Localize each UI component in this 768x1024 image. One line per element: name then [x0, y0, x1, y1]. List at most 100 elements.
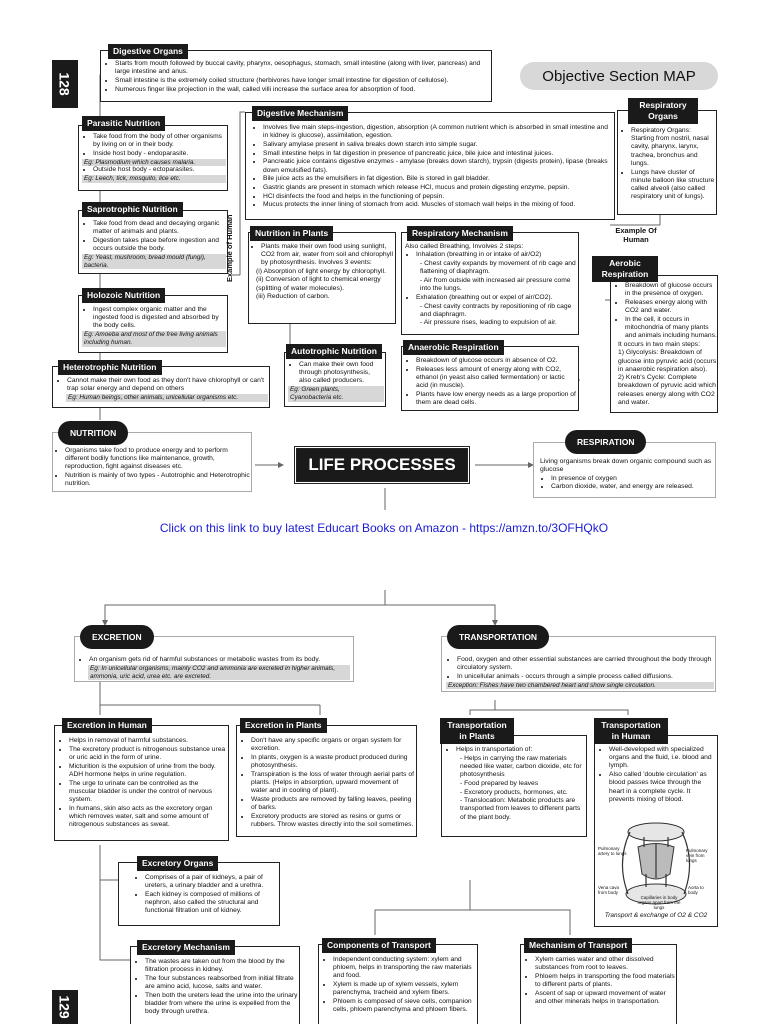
list-item: Plants make their own food using sunligh… — [261, 243, 394, 268]
transport-human-list: Well-developed with specialized organs a… — [598, 746, 716, 804]
list-item: Helps in removal of harmful substances. — [69, 737, 226, 745]
components-transport-title: Components of Transport — [322, 938, 436, 953]
digestive-organs-list: Starts from mouth followed by buccal cav… — [104, 60, 488, 94]
excretion-human-box — [54, 725, 229, 841]
list-item: Breakdown of glucose occurs in the prese… — [625, 282, 717, 298]
page-number-bottom: 129 — [52, 990, 78, 1024]
list-item: Numerous finger like projection in the w… — [115, 86, 488, 94]
heart-label: Vena cava from body — [598, 885, 620, 895]
transport-plants-box — [441, 735, 587, 837]
list-item: - Excretory products, hormones, etc. — [460, 788, 568, 796]
transport-plants-title: Transportation in Plants — [440, 718, 514, 744]
heart-caption: Transport & exchange of O2 & CO2 — [604, 912, 708, 919]
list-item: In the cell, it occurs in mitochondria o… — [625, 316, 717, 341]
excretory-organs-box — [118, 862, 280, 926]
saprotrophic-nutrition-title: Saprotrophic Nutrition — [82, 202, 183, 217]
excretion-plants-list: Don't have any specific organs or organ … — [240, 737, 415, 830]
nutrition-title: NUTRITION — [58, 421, 129, 445]
list-item: Then both the ureters lead the urine int… — [145, 992, 298, 1017]
list-item: In presence of oxygen — [551, 475, 715, 483]
parasitic-nutrition-list: Take food from the body of other organis… — [82, 133, 226, 183]
list-item: Bile juice acts as the emulsifiers in fa… — [263, 175, 612, 183]
aerobic-respiration-box — [610, 275, 718, 413]
list-item: The excretory product is nitrogenous sub… — [69, 746, 226, 762]
holozoic-nutrition-title: Holozoic Nutrition — [82, 288, 166, 303]
example-note: Eg: Human beings, other animals, unicell… — [66, 393, 268, 402]
list-item: Helps in transportation of: — [456, 746, 585, 754]
respiratory-mechanism-list: Also called Breathing, Involves 2 steps:… — [405, 243, 577, 328]
list-item: - Helps in carrying the raw materials ne… — [460, 754, 582, 779]
list-item: Well-developed with specialized organs a… — [609, 746, 716, 771]
list-item: Exhalation (breathing out or expel of ai… — [416, 294, 577, 302]
list-item: An organism gets rid of harmful substanc… — [89, 656, 350, 664]
life-processes-title: LIFE PROCESSES — [294, 446, 470, 484]
intro-text: Also called Breathing, Involves 2 steps: — [405, 243, 524, 250]
list-item: The four substances reabsorbed from init… — [145, 975, 298, 991]
list-item: Can make their own food through photosyn… — [299, 361, 384, 386]
excretory-organs-title: Excretory Organs — [137, 856, 219, 871]
excretion-title: EXCRETION — [80, 625, 154, 649]
respiratory-mechanism-title: Respiratory Mechanism — [407, 226, 513, 241]
excretory-organs-list: Comprises of a pair of kidneys, a pair o… — [134, 874, 278, 916]
respiratory-organs-box — [617, 110, 717, 215]
list-item: Respiratory Organs: Starting from nostri… — [631, 127, 715, 168]
list-item: Organisms take food to produce energy an… — [65, 447, 250, 472]
step-text: (iii) Reduction of carbon. — [256, 293, 330, 300]
list-item: In plants, oxygen is a waste product pro… — [251, 754, 415, 770]
list-item: Xylem is made up of xylem vessels, xylem… — [333, 981, 476, 997]
list-item: Pancreatic juice contains digestive enzy… — [263, 158, 612, 174]
list-item: - Chest cavity contracts by repositionin… — [420, 302, 572, 318]
list-item: Small intestine is the extremely coiled … — [115, 77, 488, 85]
anaerobic-respiration-list: Breakdown of glucose occurs in absence o… — [405, 357, 577, 408]
list-item: Don't have any specific organs or organ … — [251, 737, 415, 753]
list-item: The urge to urinate can be controlled as… — [69, 780, 226, 805]
respiratory-organs-title: Respiratory Organs — [628, 98, 698, 124]
list-item: Food, oxygen and other essential substan… — [457, 656, 714, 672]
section-banner: Objective Section MAP — [520, 62, 718, 90]
digestive-mechanism-title: Digestive Mechanism — [252, 106, 349, 121]
list-item: Xylem carries water and other dissolved … — [535, 956, 675, 972]
example-note: Eg: In unicellular organisms, mainly CO2… — [88, 664, 350, 681]
transportation-list: Food, oxygen and other essential substan… — [446, 656, 714, 690]
list-item: In unicellular animals - occurs through … — [457, 673, 714, 681]
list-item: Carbon dioxide, water, and energy are re… — [551, 483, 715, 491]
life-processes-label: LIFE PROCESSES — [297, 449, 467, 481]
list-item: Phloem is composed of sieve cells, compa… — [333, 998, 476, 1014]
list-item: Small intestine helps in fat digestion i… — [263, 150, 612, 158]
heart-label: Pulmonary artery to lungs — [598, 846, 627, 856]
autotrophic-nutrition-list: Can make their own food through photosyn… — [288, 361, 384, 402]
list-item: - Air pressure rises, leading to expulsi… — [420, 319, 557, 327]
heterotrophic-nutrition-title: Heterotrophic Nutrition — [58, 360, 162, 375]
list-item: Waste products are removed by falling le… — [251, 796, 415, 812]
autotrophic-nutrition-title: Autotrophic Nutrition — [286, 344, 382, 359]
list-item: - Air from outside with increased air pr… — [420, 276, 571, 293]
heart-label: Capillaries in body organs apart from th… — [637, 895, 681, 910]
intro-text: Living organisms break down organic comp… — [540, 458, 712, 474]
list-item: Independent conducting system: xylem and… — [333, 956, 476, 981]
example-note: Eg: Amoeba and most of the free living a… — [82, 331, 226, 347]
list-item: Micturition is the expulsion of urine fr… — [69, 763, 226, 779]
nutrition-plants-list: Plants make their own food using sunligh… — [250, 243, 394, 301]
list-item: Gastric glands are present in stomach wh… — [263, 184, 612, 192]
list-item: - Chest cavity expands by movement of ri… — [420, 260, 576, 276]
holozoic-nutrition-list: Ingest complex organic matter and the in… — [82, 306, 226, 347]
list-item: Starts from mouth followed by buccal cav… — [115, 60, 488, 76]
respiratory-mechanism-box — [401, 232, 579, 335]
list-item: Comprises of a pair of kidneys, a pair o… — [145, 874, 278, 890]
list-item: Outside host body - ectoparasites. — [93, 166, 226, 174]
list-item: Plants have low energy needs as a large … — [416, 391, 577, 407]
list-item: Excretory products are stored as resins … — [251, 813, 415, 829]
respiration-title: RESPIRATION — [565, 430, 647, 454]
step-text: (ii) Conversion of light to chemical ene… — [256, 276, 381, 292]
excretory-mechanism-list: The wastes are taken out from the blood … — [134, 958, 298, 1017]
step-text: It occurs in two main steps: — [618, 340, 700, 348]
list-item: Mucus protects the inner lining of stoma… — [263, 201, 612, 209]
nutrition-plants-title: Nutrition in Plants — [250, 226, 334, 241]
nutrition-plants-box — [248, 232, 396, 324]
example-note: Eg: Green plants, Cyanobacteria etc. — [288, 386, 384, 402]
list-item: Lungs have cluster of minute balloon lik… — [631, 169, 715, 202]
amazon-link[interactable]: Click on this link to buy latest Educart… — [159, 521, 609, 535]
list-item: Transpiration is the loss of water throu… — [251, 771, 415, 796]
list-item: The wastes are taken out from the blood … — [145, 958, 298, 974]
heart-circulation-diagram — [621, 822, 691, 905]
